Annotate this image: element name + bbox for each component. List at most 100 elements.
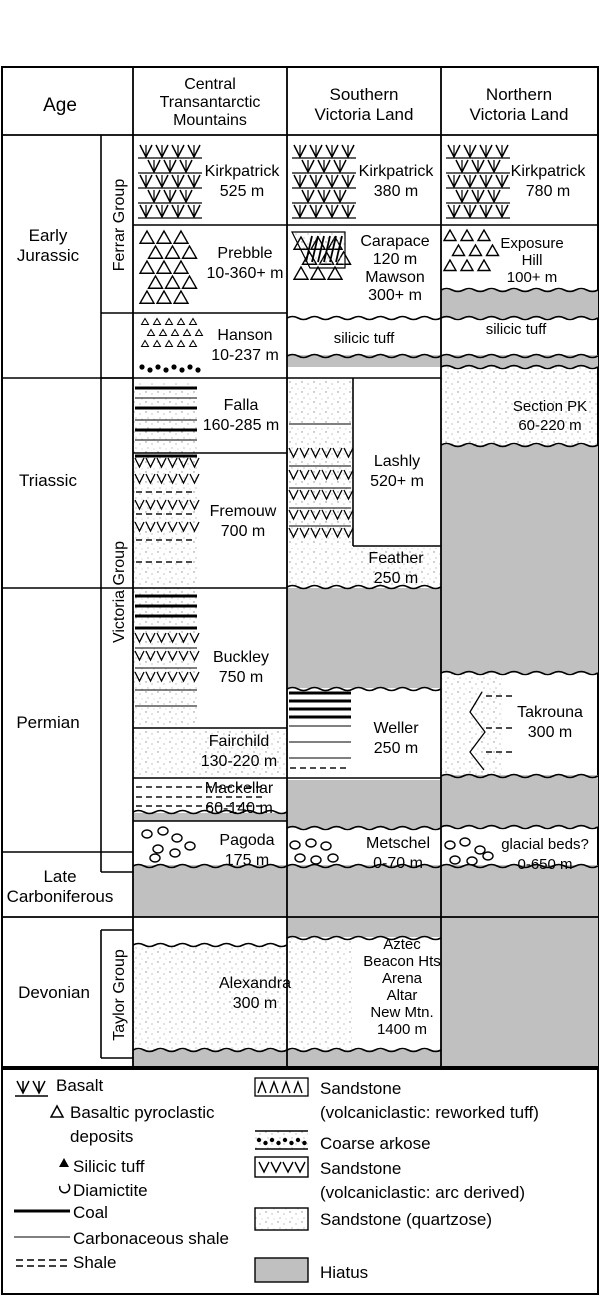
boundary-lines xyxy=(2,67,599,1068)
unit-alexandra: Alexandra xyxy=(219,975,291,992)
silicic-tuff-mark xyxy=(188,317,198,325)
legend-arkose-symbol xyxy=(263,1140,268,1146)
unit-beacon: Aztec xyxy=(383,936,421,953)
legend-shale-label: Shale xyxy=(73,1253,116,1272)
lithology-fills xyxy=(3,290,598,1067)
unit-kirkpatrick-central: 525 m xyxy=(220,183,264,200)
pyroclastic-mark xyxy=(181,274,198,289)
quartz-sandstone xyxy=(442,367,597,445)
legend-arkose-symbol xyxy=(295,1137,301,1143)
pyroclastic-mark xyxy=(326,265,344,280)
unconformity-line xyxy=(440,364,599,370)
unit-kirkpatrick-southern: Kirkpatrick xyxy=(359,163,435,180)
hiatus-area xyxy=(133,1050,287,1067)
unconformity-line xyxy=(440,863,599,869)
unit-kirkpatrick-southern: 380 m xyxy=(374,183,418,200)
silicic-tuff-mark xyxy=(182,328,192,336)
age-late-carboniferous: Late xyxy=(43,867,76,886)
pyroclastic-mark xyxy=(155,259,173,274)
pyroclastic-mark xyxy=(147,274,164,289)
legend-diamictite-label: Diamictite xyxy=(73,1181,148,1200)
pyroclastic-mark xyxy=(476,258,492,272)
legend-diamictite-symbol xyxy=(58,1183,71,1194)
age-header: Age xyxy=(43,95,77,116)
legend-arkose-label: Coarse arkose xyxy=(320,1134,431,1153)
arc-sandstone-mark xyxy=(134,499,200,511)
northern-header: Victoria Land xyxy=(470,105,569,124)
unit-fremouw: 700 m xyxy=(221,523,265,540)
central-header: Mountains xyxy=(173,112,247,129)
hiatus-area xyxy=(441,775,598,827)
carapace-mark xyxy=(323,235,331,263)
legend xyxy=(1,1068,599,1295)
group-ferrar: Ferrar Group xyxy=(111,179,128,272)
diamictite-mark xyxy=(171,833,183,843)
pyroclastic-mark xyxy=(476,228,492,242)
silicic-tuff-mark xyxy=(176,317,186,325)
legend-hiatus-symbol xyxy=(254,1257,309,1283)
southern-header: Victoria Land xyxy=(315,105,414,124)
legend-pyroclastic-label: Basaltic pyroclastic xyxy=(70,1103,215,1122)
unconformity-line xyxy=(286,353,442,359)
unit-prebble: Prebble xyxy=(217,245,272,262)
arc-sandstone-mark xyxy=(134,521,200,533)
pyroclastic-mark xyxy=(442,258,458,272)
unit-takrouna: 300 m xyxy=(528,724,572,741)
unconformity-line xyxy=(440,442,599,448)
pyroclastic-mark xyxy=(164,274,181,289)
unconformity-line xyxy=(440,315,599,321)
unit-mackellar: 60-140 m xyxy=(205,800,273,817)
legend-silicic-symbol xyxy=(59,1158,69,1167)
unconformity-line xyxy=(286,825,442,831)
unit-metschel: 0-70 m xyxy=(373,855,423,872)
arc-sandstone-mark xyxy=(288,509,354,521)
age-early-jurassic: Early xyxy=(29,226,68,245)
unconformity-line xyxy=(286,686,442,692)
silicic-tuff-mark xyxy=(146,328,156,336)
unconformity-line xyxy=(286,584,442,590)
legend-silicic-label: Silicic tuff xyxy=(73,1157,145,1176)
quartz-sandstone xyxy=(134,588,198,728)
hiatus-area xyxy=(441,865,598,1067)
unconformity-line xyxy=(286,863,442,869)
legend-quartz-symbol xyxy=(254,1207,309,1231)
pyroclastic-mark xyxy=(181,244,198,259)
unit-lashly: 520+ m xyxy=(370,473,424,490)
unit-weller: Weller xyxy=(373,720,419,737)
legend-reworked-label: Sandstone xyxy=(320,1079,401,1098)
arkose-mark xyxy=(187,364,193,370)
arkose-mark xyxy=(195,367,201,373)
legend-reworked-symbol xyxy=(254,1077,309,1097)
legend-basalt-label: Basalt xyxy=(56,1076,104,1095)
unconformity-line xyxy=(286,1047,442,1053)
unconformity-line xyxy=(286,935,442,941)
unconformity-line xyxy=(132,809,288,815)
group-taylor: Taylor Group xyxy=(111,949,128,1041)
unit-exposure-hill: 100+ m xyxy=(507,269,557,286)
age-permian: Permian xyxy=(16,713,79,732)
pyroclastic-mark xyxy=(485,243,500,257)
carapace-mark xyxy=(329,235,337,263)
unit-carapace-mawson: Carapace xyxy=(360,233,429,250)
diamictite-mark xyxy=(141,829,153,839)
pyroclastic-mark xyxy=(164,244,181,259)
age-devonian: Devonian xyxy=(18,983,90,1002)
quartz-sandstone xyxy=(134,730,286,778)
age-triassic: Triassic xyxy=(19,471,77,490)
quartz-sandstone xyxy=(134,945,286,1050)
unit-carapace-mawson: 300+ m xyxy=(368,287,422,304)
carapace-mark xyxy=(335,235,343,263)
unit-falla: Falla xyxy=(224,397,259,414)
carapace-mark xyxy=(311,235,319,263)
arkose-mark xyxy=(139,364,145,370)
silicic-tuff-mark xyxy=(152,317,162,325)
legend-arkose-symbol xyxy=(289,1140,294,1146)
age-blank xyxy=(3,865,133,917)
pyroclastic-mark xyxy=(172,259,190,274)
silicic-tuff-mark xyxy=(194,328,204,336)
southern-header: Southern xyxy=(330,85,399,104)
hiatus-area xyxy=(133,813,287,821)
pyroclastic-mark xyxy=(147,244,164,259)
legend-pyroclastic-label: deposits xyxy=(70,1127,133,1146)
